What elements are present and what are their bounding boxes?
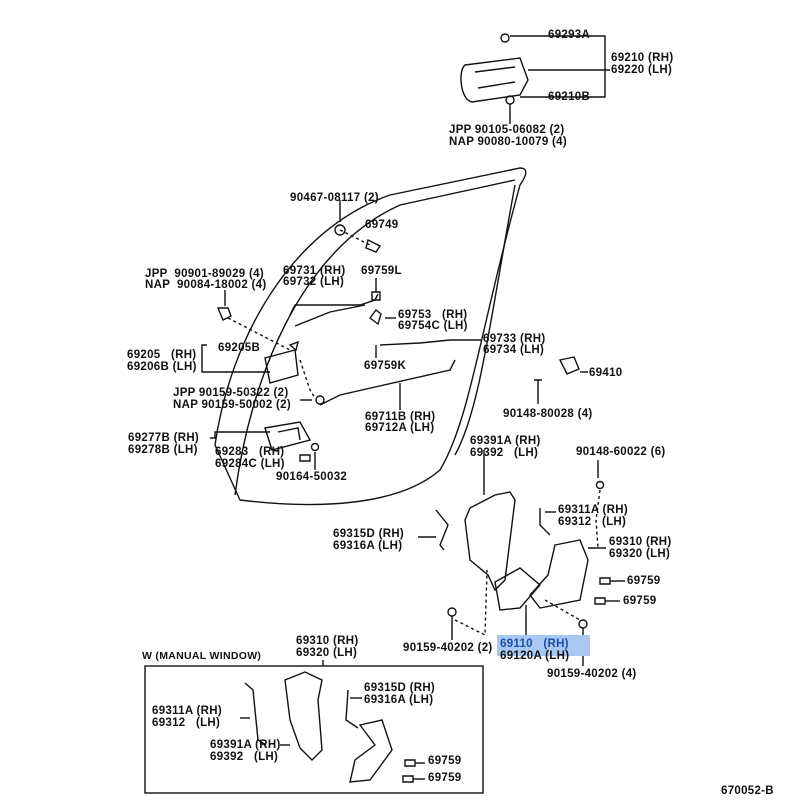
part-label[interactable]: 90164-50032 — [276, 471, 348, 483]
part-label[interactable]: 69316A (LH) — [364, 694, 434, 706]
part-label[interactable]: NAP 90080-10079 (4) — [449, 136, 568, 148]
part-label[interactable]: 69205B — [218, 342, 261, 354]
part-label[interactable]: 69759L — [361, 265, 402, 277]
part-label[interactable]: 69711B (RH) — [365, 411, 436, 423]
part-label[interactable]: JPP 90159-50322 (2) — [173, 387, 289, 399]
part-label[interactable]: NAP 90084-18002 (4) — [145, 279, 267, 291]
part-label[interactable]: 69278B (LH) — [128, 444, 198, 456]
part-label[interactable]: 69392 (LH) — [470, 447, 539, 459]
part-label[interactable]: 69759 — [623, 595, 657, 607]
part-label[interactable]: 69205 (RH) — [127, 349, 197, 361]
door-inner-outline — [234, 179, 516, 496]
part-label[interactable]: 90467-08117 (2) — [290, 192, 379, 204]
part-label[interactable]: 69220 (LH) — [611, 64, 673, 76]
part-label[interactable]: 69391A (RH) — [210, 739, 281, 751]
outside-handle-drawing — [460, 33, 529, 105]
manual-window-box — [144, 665, 484, 794]
part-label[interactable]: 90159-40202 (4) — [547, 668, 637, 680]
figure-code: 670052-B — [721, 785, 774, 797]
part-label[interactable]: 69759 — [428, 772, 462, 784]
part-label[interactable]: 69731 (RH) — [283, 265, 346, 277]
part-label[interactable]: 69759 — [428, 755, 462, 767]
section-title: W (MANUAL WINDOW) — [142, 650, 262, 662]
part-label[interactable]: 69759 — [627, 575, 661, 587]
part-label[interactable]: 69120A (LH) — [500, 650, 570, 662]
part-label[interactable]: 69733 (RH) — [483, 333, 546, 345]
part-label[interactable]: 69312 (LH) — [152, 717, 221, 729]
part-label[interactable]: 69392 (LH) — [210, 751, 279, 763]
part-label[interactable]: 69315D (RH) — [364, 682, 436, 694]
part-label[interactable]: 90159-40202 (2) — [403, 642, 493, 654]
part-label[interactable]: 69754C (LH) — [398, 320, 468, 332]
part-label-highlighted[interactable]: 69110 (RH) — [500, 638, 569, 650]
part-label[interactable]: JPP 90105-06082 (2) — [449, 124, 565, 136]
part-label[interactable]: 69732 (LH) — [283, 276, 345, 288]
part-label[interactable]: 69284C (LH) — [215, 458, 285, 470]
lock-actuator-drawing — [494, 567, 541, 611]
highlight-selected-part — [497, 635, 590, 656]
part-label[interactable]: 69210 (RH) — [611, 52, 674, 64]
part-label[interactable]: 69277B (RH) — [128, 432, 200, 444]
lock-bracket-drawing — [464, 491, 516, 592]
part-label[interactable]: 69315D (RH) — [333, 528, 405, 540]
part-label[interactable]: 69310 (RH) — [609, 536, 672, 548]
part-label[interactable]: 69749 — [365, 219, 399, 231]
part-label[interactable]: 69759K — [364, 360, 407, 372]
part-label[interactable]: 69206B (LH) — [127, 361, 197, 373]
door-inner-edge — [454, 184, 516, 456]
part-label[interactable]: NAP 90159-50002 (2) — [173, 399, 292, 411]
part-label[interactable]: 69210B — [548, 91, 591, 103]
part-label[interactable]: 69311A (RH) — [558, 504, 628, 516]
part-label[interactable]: 69320 (LH) — [609, 548, 671, 560]
part-label[interactable]: JPP 90901-89029 (4) — [145, 268, 264, 280]
part-label[interactable]: 69310 (RH) — [296, 635, 359, 647]
part-label[interactable]: 69312 (LH) — [558, 516, 627, 528]
part-label[interactable]: 90148-60022 (6) — [576, 446, 666, 458]
part-label[interactable]: 90148-80028 (4) — [503, 408, 593, 420]
part-label[interactable]: 69410 — [589, 367, 623, 379]
part-label[interactable]: 69712A (LH) — [365, 422, 435, 434]
part-label[interactable]: 69311A (RH) — [152, 705, 222, 717]
part-label[interactable]: 69316A (LH) — [333, 540, 403, 552]
part-label[interactable]: 69391A (RH) — [470, 435, 541, 447]
part-label[interactable]: 69753 (RH) — [398, 309, 468, 321]
part-label[interactable]: 69283 (RH) — [215, 446, 285, 458]
part-label[interactable]: 69320 (LH) — [296, 647, 358, 659]
part-label[interactable]: 69734 (LH) — [483, 344, 545, 356]
door-outline — [214, 167, 527, 506]
part-label[interactable]: 69293A — [548, 29, 591, 41]
